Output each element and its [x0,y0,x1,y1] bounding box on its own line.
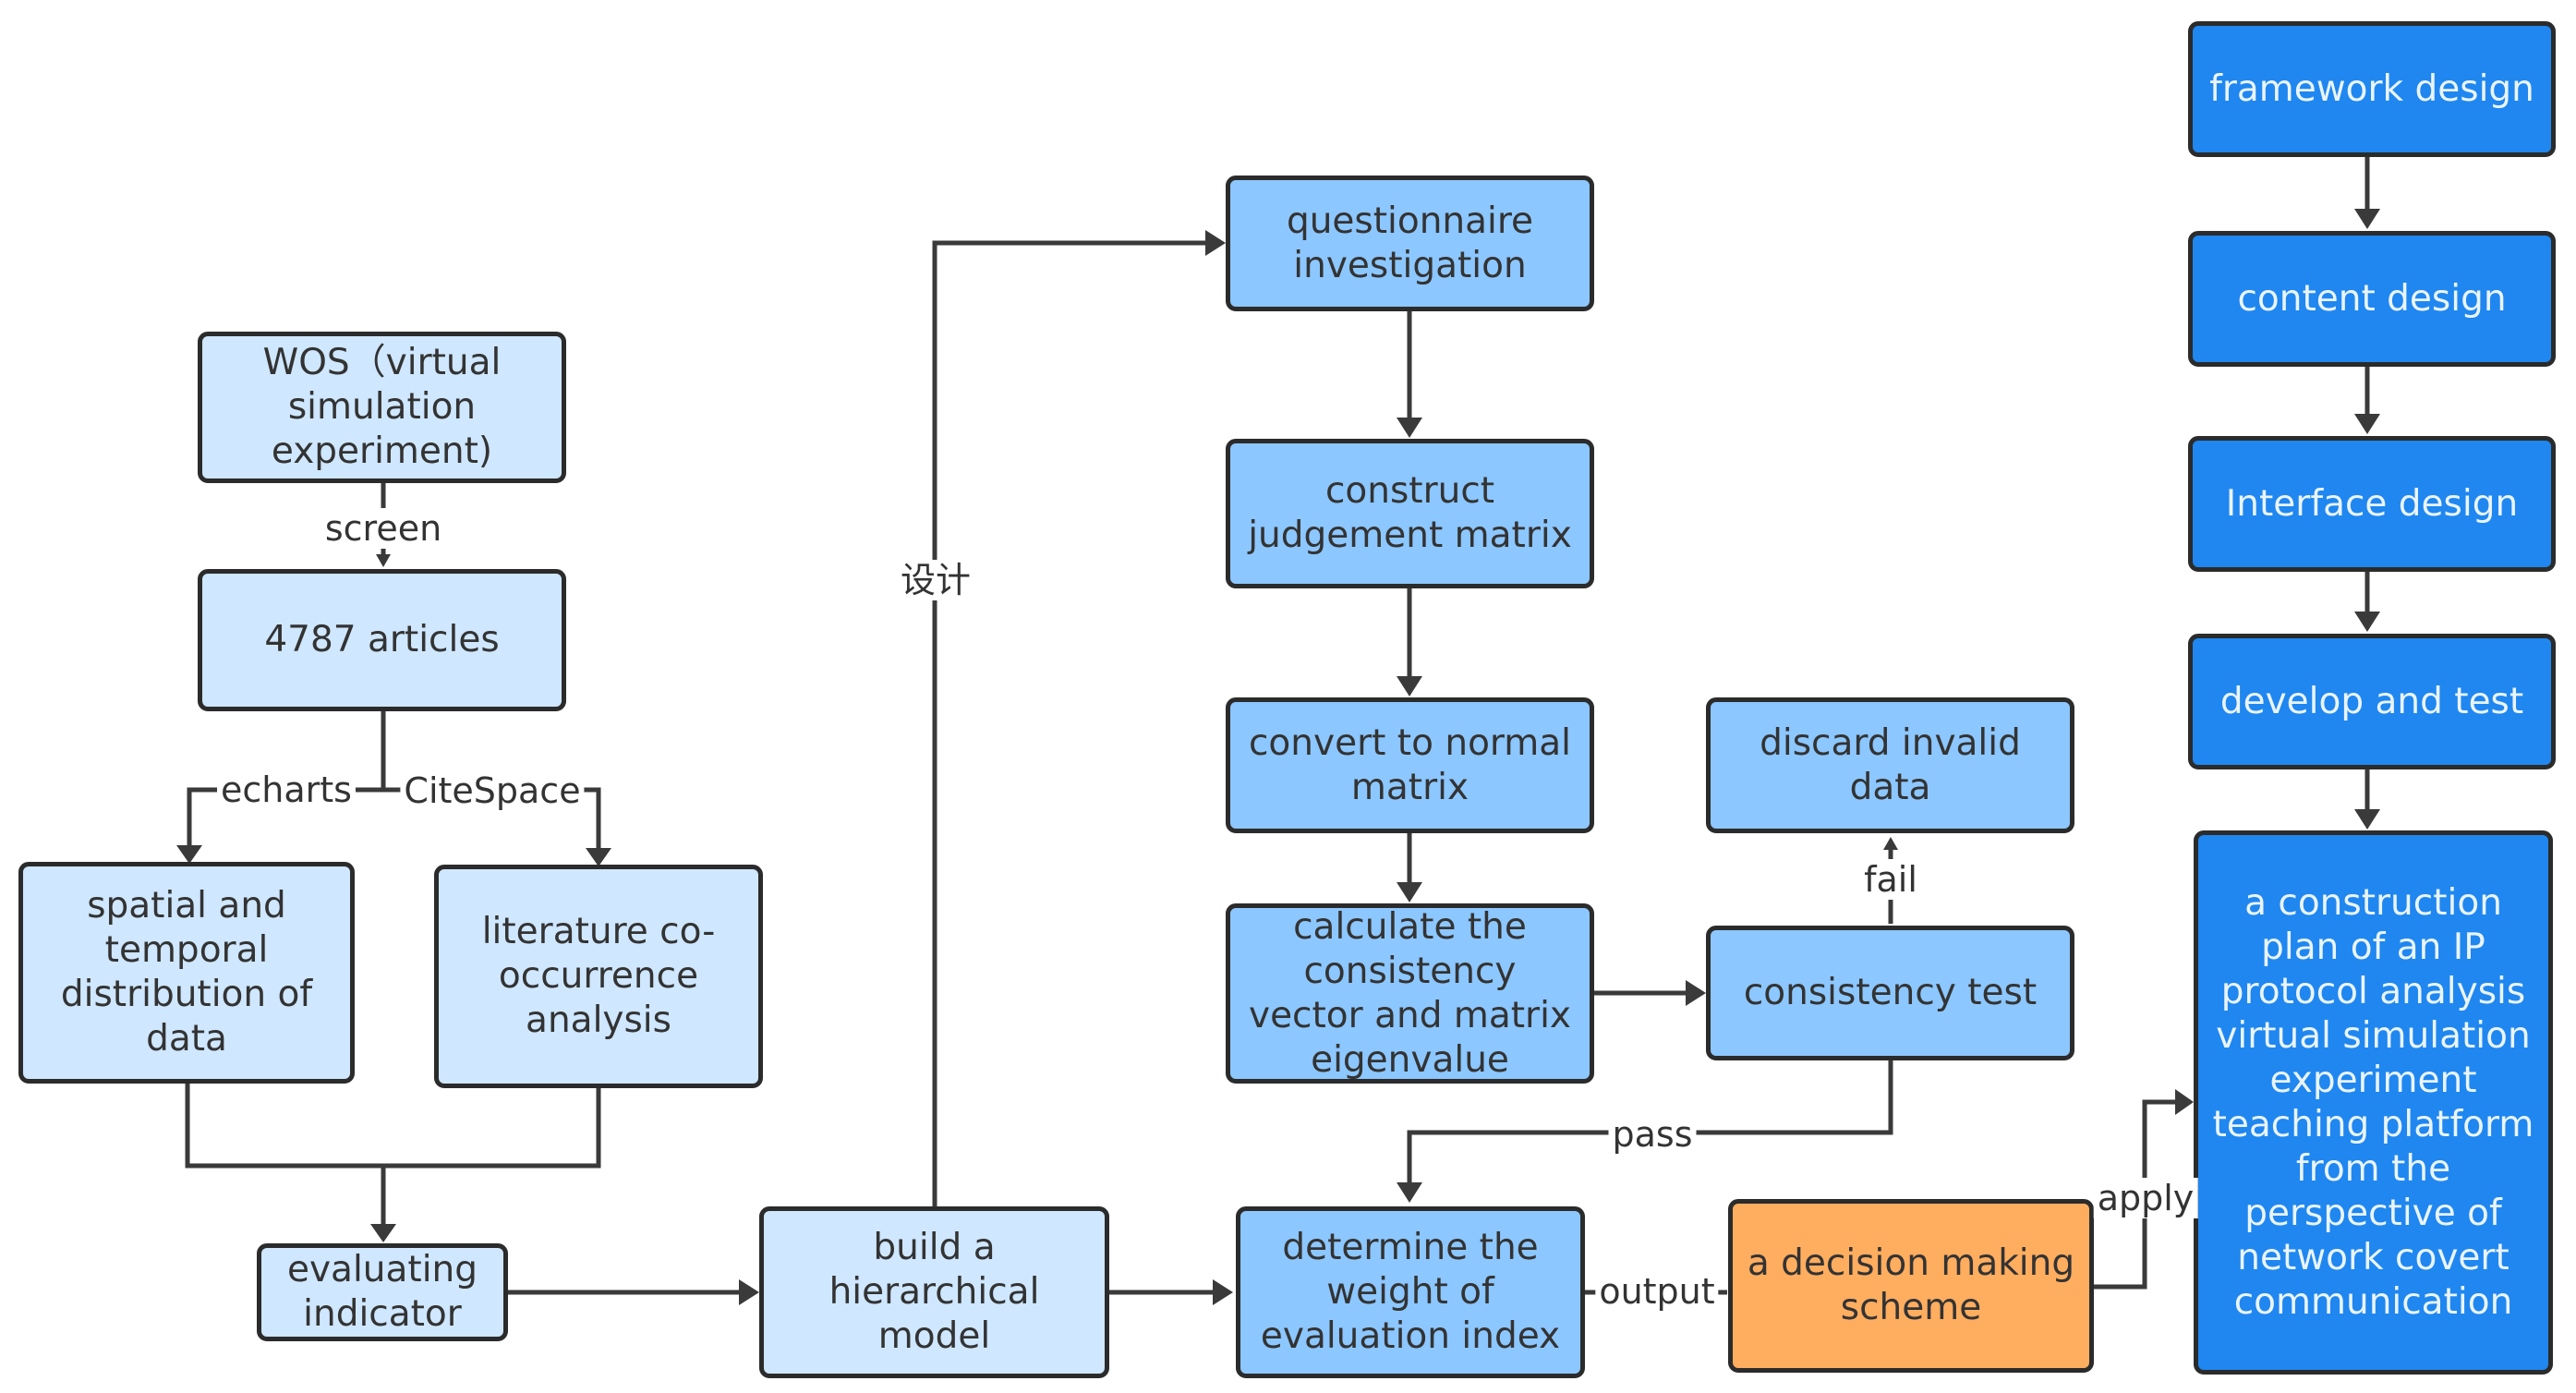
node-evaluating-indicator: evaluating indicator [257,1243,508,1341]
node-consistency-vector: calculate the consistency vector and mat… [1226,903,1594,1084]
arrowhead [2354,414,2380,434]
node-discard-invalid: discard invalid data [1706,697,2074,833]
node-consistency-test: consistency test [1706,926,2074,1060]
node-wos: WOS（virtual simulation experiment) [198,332,566,483]
arrowhead [376,554,391,567]
edge-label-screen: screen [320,508,446,549]
arrowhead [2354,612,2380,632]
node-literature: literature co-occurrence analysis [434,865,763,1088]
node-hierarchical-label: build a hierarchical model [828,1227,1040,1357]
node-framework-design: framework design [2188,21,2556,157]
edge-label-citespace: CiteSpace [400,770,585,811]
edge-label-pass: pass [1608,1114,1697,1155]
node-normal-label: convert to normal matrix [1248,721,1572,808]
node-questionnaire: questionnaire investigation [1226,176,1594,311]
arrowhead [2354,809,2380,830]
node-weight-label: determine the weight of evaluation index [1260,1227,1561,1357]
node-spatial-label: spatial and temporal distribution of dat… [60,885,313,1060]
node-discard-label: discard invalid data [1760,721,2021,808]
edge-label-design: 设计 [896,560,975,600]
arrowhead [1205,230,1226,256]
node-evaluating-label: evaluating indicator [286,1249,478,1335]
node-judgement-label: construct judgement matrix [1248,470,1572,556]
node-content-design: content design [2188,231,2556,367]
node-construction-plan: a construction plan of an IP protocol an… [2194,830,2553,1375]
edge-label-fail: fail [1860,859,1921,900]
node-decision-label: a decision making scheme [1747,1242,2075,1328]
node-consistency-vector-label: calculate the consistency vector and mat… [1248,905,1571,1081]
edge-label-echarts: echarts [217,769,356,810]
node-develop-test: develop and test [2188,634,2556,769]
node-hierarchical-model: build a hierarchical model [759,1206,1109,1378]
arrowhead [1397,418,1422,438]
node-spatial-temporal: spatial and temporal distribution of dat… [18,862,355,1084]
arrowhead [370,1224,396,1242]
node-framework-label: framework design [2209,67,2534,110]
arrowhead [739,1279,759,1305]
arrowhead [1397,676,1422,696]
arrowhead [1686,980,1706,1006]
edge-spatial-evaluating [185,1084,601,1169]
edge-label-output: output [1595,1271,1719,1312]
node-articles-label: 4787 articles [264,619,500,660]
node-decision-scheme: a decision making scheme [1728,1199,2094,1373]
node-literature-label: literature co-occurrence analysis [481,911,716,1041]
node-interface-label: Interface design [2225,482,2519,525]
node-content-label: content design [2237,277,2507,320]
edge-label-apply: apply [2093,1178,2198,1218]
arrowhead [2175,1089,2194,1115]
node-weight-evaluation: determine the weight of evaluation index [1236,1206,1585,1378]
arrowhead [176,845,202,864]
node-articles: 4787 articles [198,569,566,711]
arrowhead [2354,209,2380,229]
arrowhead [1883,837,1898,850]
arrowhead [1213,1279,1233,1305]
node-judgement-matrix: construct judgement matrix [1226,439,1594,588]
arrowhead [1397,1182,1422,1203]
edge-hierarchical-questionnaire [932,240,1205,1206]
node-plan-label: a construction plan of an IP protocol an… [2212,881,2534,1323]
node-questionnaire-label: questionnaire investigation [1286,200,1534,286]
arrowhead [1397,882,1422,902]
node-normal-matrix: convert to normal matrix [1226,697,1594,833]
node-consistency-test-label: consistency test [1743,972,2038,1013]
node-develop-label: develop and test [2219,680,2524,722]
node-interface-design: Interface design [2188,436,2556,572]
node-wos-label: WOS（virtual simulation experiment) [262,342,502,472]
arrowhead [586,848,611,866]
